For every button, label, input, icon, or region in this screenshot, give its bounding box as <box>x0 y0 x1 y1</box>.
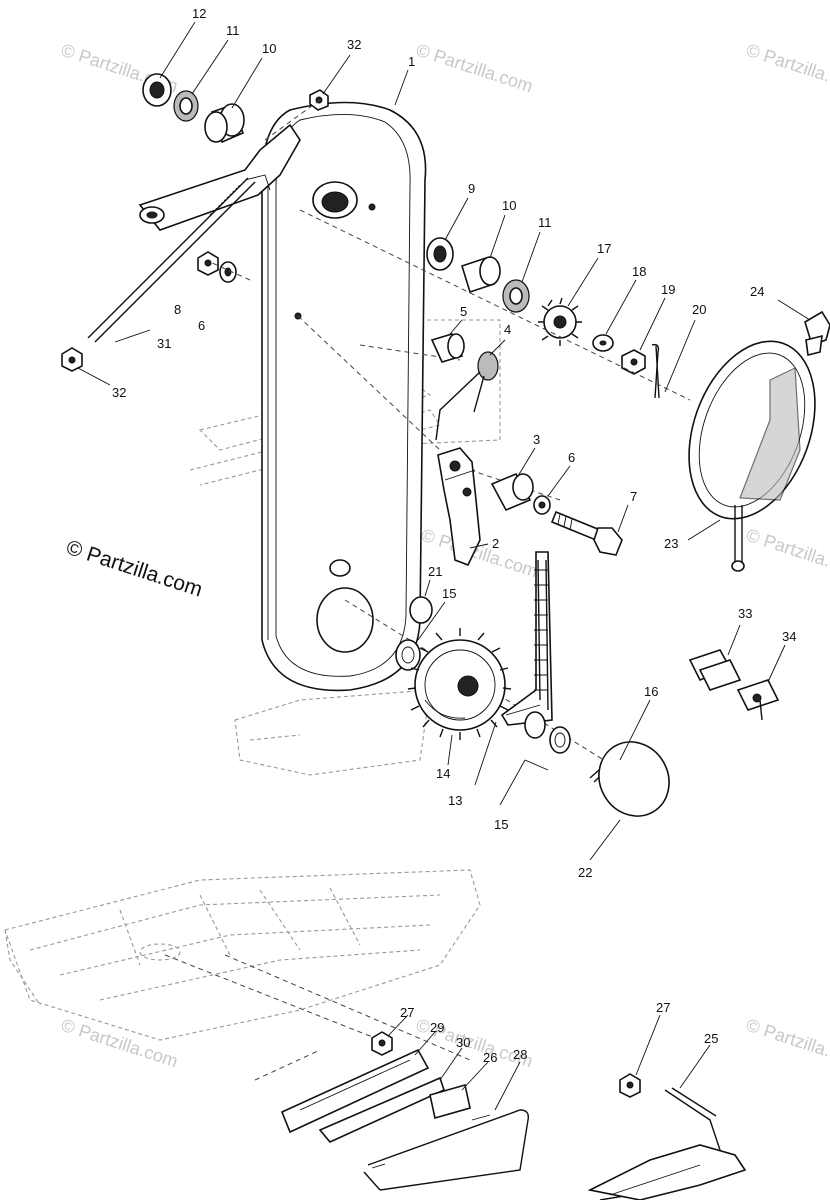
bushing-spring <box>430 333 499 441</box>
part-label-8: 8 <box>174 302 181 317</box>
part-label-3: 3 <box>533 432 540 447</box>
chain-links <box>688 649 780 721</box>
lower-mount-left <box>164 954 530 1191</box>
watermark: © Partzilla.com <box>59 1015 181 1072</box>
part-label-32: 32 <box>112 385 126 400</box>
part-label-27: 27 <box>656 1000 670 1015</box>
drive-chain <box>500 551 553 726</box>
part-label-26: 26 <box>483 1050 497 1065</box>
part-label-19: 19 <box>661 282 675 297</box>
nut-top <box>309 89 329 111</box>
watermark: © Partzilla.com <box>744 40 830 97</box>
copyright-text: © Partzilla.com <box>63 536 205 602</box>
part-label-16: 16 <box>644 684 658 699</box>
right-bearing-stack <box>426 237 660 399</box>
watermark: © Partzilla.com <box>414 40 536 97</box>
upper-bearing-stack <box>142 73 245 144</box>
chaincase-housing <box>261 101 427 692</box>
ghost-tunnel <box>4 869 481 1041</box>
drive-sprocket <box>407 628 512 740</box>
part-label-18: 18 <box>632 264 646 279</box>
leader-lines <box>77 21 811 1111</box>
part-label-11: 11 <box>538 215 552 230</box>
tensioner-lever <box>437 447 481 567</box>
part-label-29: 29 <box>430 1020 444 1035</box>
part-label-6: 6 <box>568 450 575 465</box>
part-label-31: 31 <box>157 336 171 351</box>
drive-washers <box>395 596 433 671</box>
tension-rod <box>87 177 256 343</box>
part-label-10: 10 <box>262 41 276 56</box>
part-label-25: 25 <box>704 1031 718 1046</box>
nut-washer-left <box>197 251 237 283</box>
part-label-22: 22 <box>578 865 592 880</box>
part-label-2: 2 <box>492 536 499 551</box>
spacer-bolt <box>490 472 623 556</box>
part-label-28: 28 <box>513 1047 527 1062</box>
part-label-32: 32 <box>347 37 361 52</box>
bracket-arm <box>138 123 301 231</box>
part-label-17: 17 <box>597 241 611 256</box>
part-label-10: 10 <box>502 198 516 213</box>
part-label-13: 13 <box>448 793 462 808</box>
chaincase-cover <box>688 310 830 572</box>
part-label-11: 11 <box>226 23 240 38</box>
part-label-9: 9 <box>468 181 475 196</box>
part-label-12: 12 <box>192 6 206 21</box>
part-label-27: 27 <box>400 1005 414 1020</box>
part-label-7: 7 <box>630 489 637 504</box>
part-label-4: 4 <box>504 322 511 337</box>
lower-mount-right <box>587 1073 747 1200</box>
part-label-24: 24 <box>750 284 764 299</box>
watermark: © Partzilla.com <box>744 525 830 582</box>
part-label-15: 15 <box>494 817 508 832</box>
part-label-21: 21 <box>428 564 442 579</box>
lower-washers-cap <box>524 711 670 817</box>
part-label-5: 5 <box>460 304 467 319</box>
part-label-6: 6 <box>198 318 205 333</box>
part-labels: 12 11 10 32 1 9 10 11 17 18 19 20 24 8 6… <box>112 6 796 1065</box>
part-label-23: 23 <box>664 536 678 551</box>
part-label-15: 15 <box>442 586 456 601</box>
part-label-1: 1 <box>408 54 415 69</box>
part-label-30: 30 <box>456 1035 470 1050</box>
part-label-34: 34 <box>782 629 796 644</box>
part-label-20: 20 <box>692 302 706 317</box>
part-label-14: 14 <box>436 766 450 781</box>
watermark: © Partzilla.com <box>744 1015 830 1072</box>
part-label-33: 33 <box>738 606 752 621</box>
nut-bottom <box>61 347 83 372</box>
